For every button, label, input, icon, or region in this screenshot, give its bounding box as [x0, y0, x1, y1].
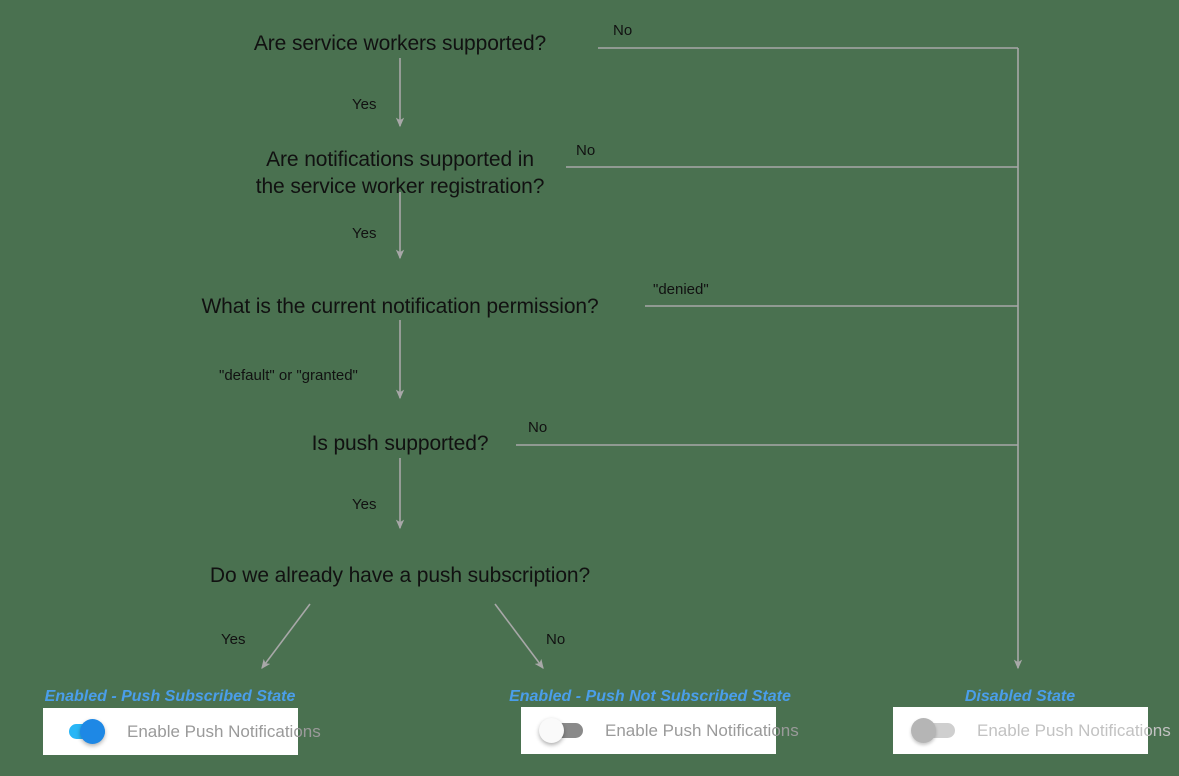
edge-label-q3-default-granted: "default" or "granted": [219, 367, 358, 384]
edge-label-q2-yes: Yes: [352, 225, 377, 242]
toggle-knob: [80, 718, 105, 744]
state-label-disabled: Disabled State: [964, 688, 1076, 705]
decision-service-workers-supported: Are service workers supported?: [253, 32, 547, 55]
edge-label-q2-no: No: [576, 142, 596, 159]
decision-push-supported: Is push supported?: [311, 432, 489, 455]
toggle-label-disabled: Enable Push Notifications: [977, 720, 1171, 740]
toggle-label-push-subscribed: Enable Push Notifications: [127, 721, 321, 741]
toggle-knob: [539, 717, 564, 743]
state-label-push-subscribed: Enabled - Push Subscribed State: [44, 688, 296, 705]
toggle-knob: [911, 717, 936, 743]
edge-label-q1-yes: Yes: [352, 96, 377, 113]
decision-notifications-supported-line1: Are notifications supported in: [266, 148, 534, 171]
push-toggle-disabled: [911, 717, 957, 744]
decision-notifications-supported-line2: the service worker registration?: [255, 175, 545, 198]
edge-q5-yes: [261, 603, 311, 670]
edge-label-q5-yes: Yes: [221, 631, 246, 648]
push-toggle-on[interactable]: [61, 718, 107, 745]
state-label-push-not-subscribed: Enabled - Push Not Subscribed State: [509, 688, 791, 705]
edge-label-q1-no: No: [613, 22, 633, 39]
edge-q5-no: [494, 603, 544, 670]
edge-label-q4-yes: Yes: [352, 496, 377, 513]
edge-label-q4-no: No: [528, 419, 548, 436]
edge-label-q5-no: No: [546, 631, 566, 648]
edge-label-q3-denied: "denied": [653, 281, 709, 298]
decision-current-notification-permission: What is the current notification permiss…: [201, 295, 599, 318]
decision-existing-push-subscription: Do we already have a push subscription?: [209, 564, 591, 587]
toggle-card-push-not-subscribed[interactable]: Enable Push Notifications: [521, 707, 799, 754]
toggle-card-push-subscribed[interactable]: Enable Push Notifications: [43, 708, 321, 755]
toggle-card-disabled: Enable Push Notifications: [893, 707, 1171, 754]
toggle-label-push-not-subscribed: Enable Push Notifications: [605, 720, 799, 740]
push-toggle-off[interactable]: [539, 717, 585, 744]
